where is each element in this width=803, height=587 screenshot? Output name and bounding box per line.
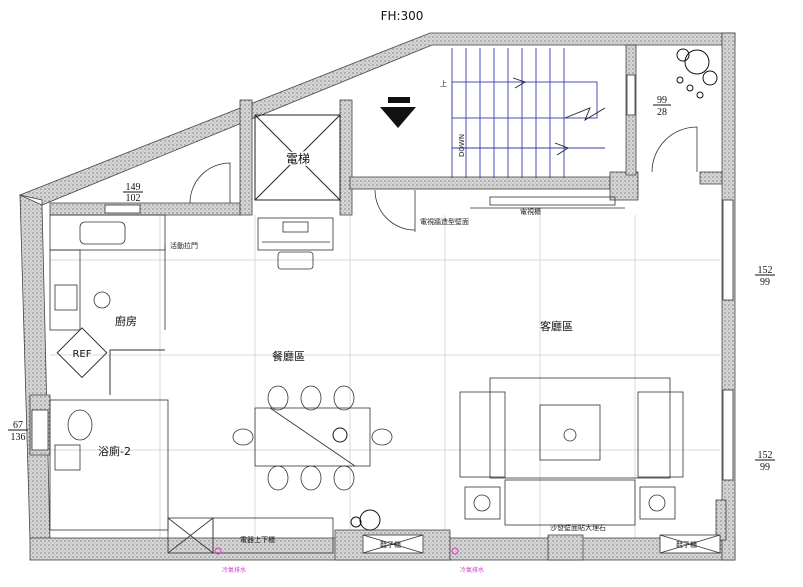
tv-cabinet xyxy=(470,196,625,209)
fridge-label: REF xyxy=(72,349,91,360)
svg-text:99: 99 xyxy=(760,277,770,288)
fridge: REF xyxy=(56,327,108,379)
stair-up-label: 上 xyxy=(440,79,447,88)
elevator xyxy=(254,114,341,201)
svg-text:102: 102 xyxy=(126,193,141,204)
kitchen-counter xyxy=(49,214,166,331)
svg-text:67: 67 xyxy=(13,420,23,431)
bathroom-label: 浴廁-2 xyxy=(98,444,131,458)
svg-text:149: 149 xyxy=(126,182,141,193)
dimension-window-left: 67 136 xyxy=(8,420,28,443)
sofa-wall-note: 沙發壁面貼大理石 xyxy=(550,523,606,532)
stair-down-label: DOWN xyxy=(458,134,466,157)
entrance-arrow-icon xyxy=(380,97,416,128)
dimension-window-garden: 99 28 xyxy=(653,95,671,118)
shoe-cabinet-2-label: 鞋子櫃 xyxy=(676,540,697,549)
floor-height-label: FH:300 xyxy=(381,9,424,23)
shoe-cabinet-1-label: 鞋子櫃 xyxy=(380,540,401,549)
ac-drain-icon xyxy=(214,547,222,555)
kitchen-partition xyxy=(109,349,165,395)
appliance-cabinet-label: 電器上下櫃 xyxy=(240,535,275,544)
dining-label: 餐廳區 xyxy=(272,349,305,363)
living-label: 客廳區 xyxy=(540,319,573,333)
svg-text:152: 152 xyxy=(758,450,773,461)
ac-drain-note-1: 冷氣排水 xyxy=(222,566,246,574)
plant-icon xyxy=(676,48,718,99)
floor-grid xyxy=(50,215,720,540)
svg-text:136: 136 xyxy=(11,432,26,443)
piano xyxy=(257,217,334,270)
dining-table xyxy=(232,385,393,491)
svg-text:152: 152 xyxy=(758,265,773,276)
ac-drain-icon xyxy=(451,547,459,555)
doors xyxy=(189,126,698,232)
ac-drain-note-2: 冷氣排水 xyxy=(460,566,484,574)
appliance-cabinet xyxy=(167,517,334,554)
kitchen-door-note: 活動拉門 xyxy=(170,241,198,250)
plant-icon xyxy=(350,509,381,531)
dimension-window-right-lower: 152 99 xyxy=(755,450,775,473)
staircase xyxy=(451,48,606,178)
sofa-set xyxy=(459,377,684,526)
tv-cabinet-label: 電視櫃 xyxy=(520,207,541,216)
dimension-window-top-left: 149 102 xyxy=(123,182,143,204)
svg-text:28: 28 xyxy=(657,107,667,118)
kitchen-label: 廚房 xyxy=(115,314,137,328)
bathroom-fixtures xyxy=(49,399,169,531)
svg-text:99: 99 xyxy=(760,462,770,473)
svg-text:99: 99 xyxy=(657,95,667,106)
elevator-label: 電梯 xyxy=(286,152,310,166)
tv-wall-note: 電視牆造型壁面 xyxy=(420,217,469,226)
windows xyxy=(31,74,734,481)
plant-icon xyxy=(332,427,348,443)
shoe-cabinet-1 xyxy=(362,534,424,554)
shoe-cabinet-2 xyxy=(659,534,721,554)
dimension-window-right-upper: 152 99 xyxy=(755,265,775,288)
